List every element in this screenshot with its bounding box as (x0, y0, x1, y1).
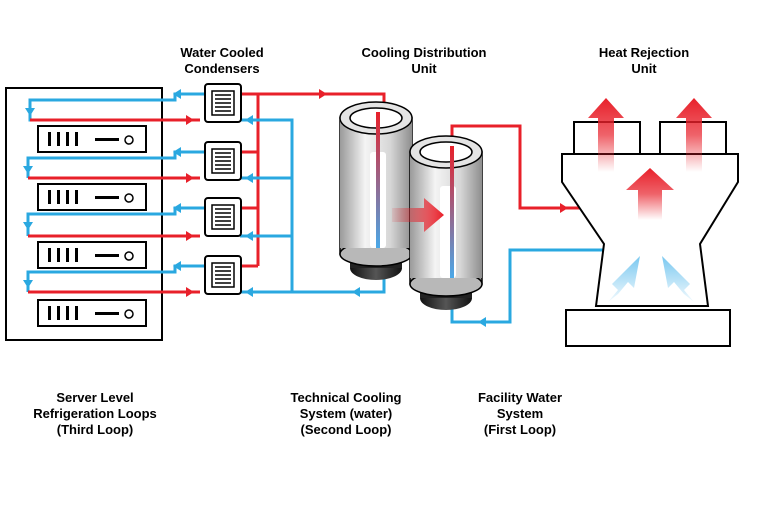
exhaust-arrow-left (588, 98, 624, 172)
label-server-loops: Server Level Refrigeration Loops (Third … (33, 390, 157, 437)
condenser-3 (204, 197, 242, 237)
server-unit-2 (37, 183, 147, 211)
server-unit-1 (37, 125, 147, 153)
heat-rejection-unit (561, 98, 739, 347)
label-heat-rejection-unit: Heat Rejection Unit (598, 45, 690, 76)
water-cooled-condensers (204, 83, 242, 295)
server-unit-3 (37, 241, 147, 269)
label-cooling-distribution-unit: Cooling Distribution Unit (361, 45, 487, 76)
condenser-4 (204, 255, 242, 295)
third-loop-pipes (26, 92, 205, 294)
exhaust-arrow-right (676, 98, 712, 172)
label-water-cooled-condensers: Water Cooled Condensers (180, 45, 264, 76)
label-facility-water: Facility Water System (First Loop) (477, 390, 563, 437)
condenser-1 (204, 83, 242, 123)
label-technical-cooling: Technical Cooling System (water) (Second… (290, 390, 402, 437)
cdu-cylinder-left (339, 101, 413, 280)
cdu-cylinder-right (409, 135, 483, 310)
intake-arrow-left (608, 256, 640, 302)
heat-transfer-arrow (392, 198, 444, 232)
third-loop-arrows (23, 89, 194, 297)
server-unit-4 (37, 299, 147, 327)
cooling-distribution-unit (339, 101, 483, 310)
exhaust-arrow-center (626, 168, 674, 220)
intake-arrow-right (662, 256, 694, 302)
condenser-2 (204, 141, 242, 181)
